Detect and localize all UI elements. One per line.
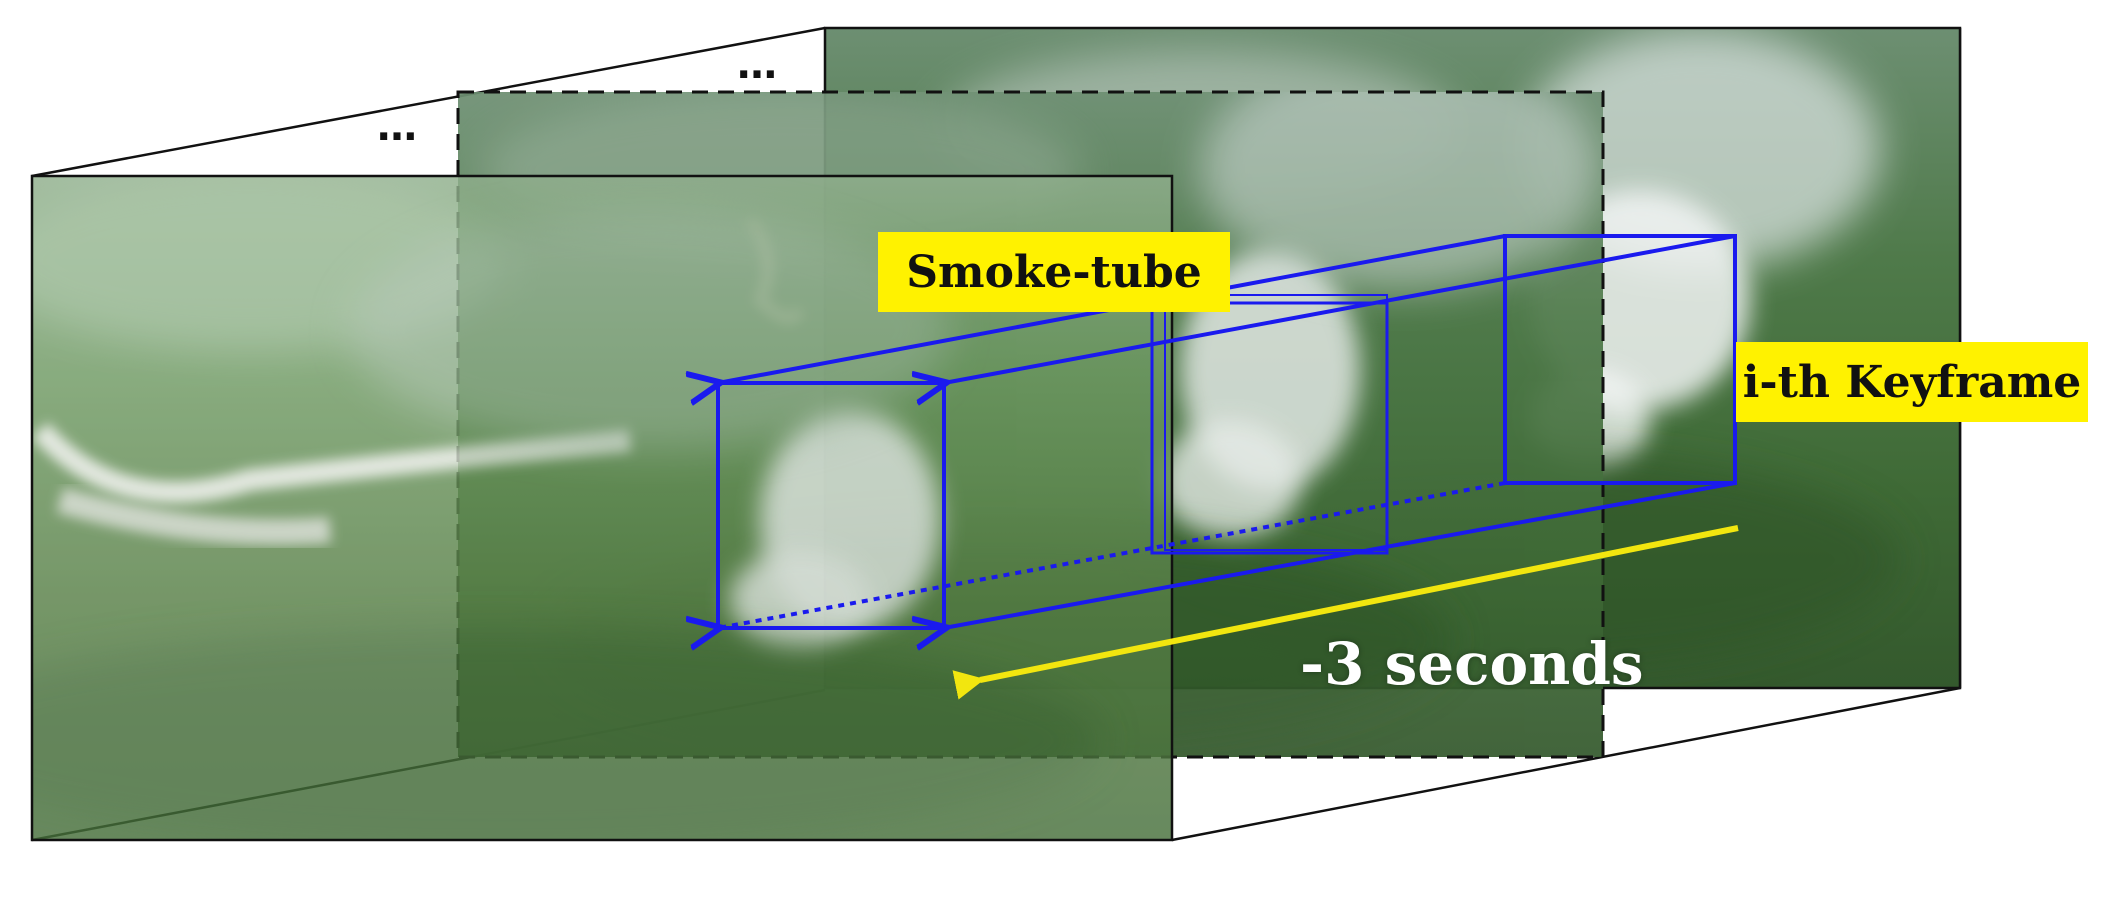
tube-edge-top-right (944, 234, 1736, 383)
ellipsis-back: … (737, 42, 777, 88)
time-arrow (952, 525, 1739, 700)
ellipsis-front: … (377, 104, 417, 150)
tube-box-front (716, 381, 946, 630)
frame-front (32, 176, 1172, 840)
time-span-label: -3 seconds (1300, 630, 1644, 698)
tube-box-keyframe (1503, 234, 1737, 485)
smoke-tube-label-bg (878, 232, 1230, 312)
tube-edge-bottom-left-dotted (718, 481, 1506, 628)
smoke-tube-label: Smoke-tube (906, 246, 1202, 298)
keyframe-label: i-th Keyframe (1742, 356, 2082, 408)
keyframe-label-bg (1736, 342, 2088, 422)
tube-edge-bottom-right (944, 481, 1736, 628)
frame-front-border (30, 174, 1174, 842)
smoke-tube (716, 234, 1737, 630)
tube-box-middle-inner (1164, 294, 1388, 551)
